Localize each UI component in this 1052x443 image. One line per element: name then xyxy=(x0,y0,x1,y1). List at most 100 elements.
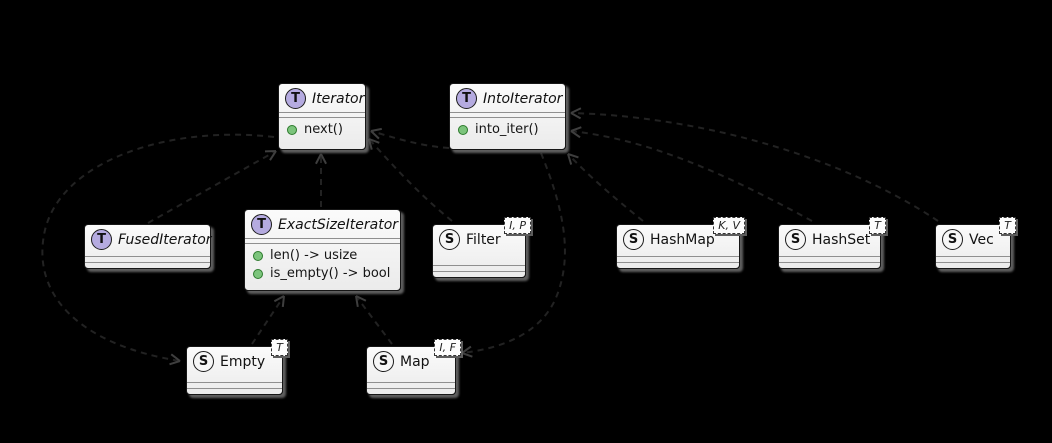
compartment-separator xyxy=(779,256,880,257)
compartment-separator xyxy=(279,112,365,113)
spacer xyxy=(85,263,210,268)
open-arrowhead-icon xyxy=(170,353,181,362)
class-name: Iterator xyxy=(312,90,365,107)
class-name: Empty xyxy=(220,353,266,370)
methods-compartment: len() -> usize is_empty() -> bool xyxy=(245,244,400,287)
method-signature: into_iter() xyxy=(475,122,539,137)
open-arrowhead-icon xyxy=(315,153,322,165)
spacer xyxy=(367,389,455,394)
class-hashmap: K, V S HashMap xyxy=(616,217,745,269)
spacer xyxy=(187,375,282,382)
spacer xyxy=(779,263,880,268)
trait-icon: T xyxy=(285,88,306,109)
compartment-separator xyxy=(367,382,455,383)
struct-icon: S xyxy=(193,351,214,372)
method-signature: len() -> usize xyxy=(270,248,358,263)
struct-icon: S xyxy=(623,229,644,250)
edge-hashset-to-intoiterator xyxy=(570,126,813,222)
method-signature: next() xyxy=(304,122,343,137)
open-arrowhead-icon xyxy=(570,126,582,132)
generics-tag: I, P xyxy=(504,217,531,234)
edge-intoiterator-to-iterator xyxy=(370,127,450,149)
open-arrowhead-icon xyxy=(570,112,582,120)
class-title-row: S Empty xyxy=(187,347,282,375)
edge-empty-to-exactsizeiterator xyxy=(251,295,285,345)
edge-vec-to-intoiterator xyxy=(570,107,939,222)
method-dot-icon xyxy=(287,124,297,135)
class-map: I, F S Map xyxy=(366,339,461,395)
class-title-row: S Filter xyxy=(433,225,525,253)
class-name: ExactSizeIterator xyxy=(278,216,399,233)
open-arrowhead-icon xyxy=(370,130,380,140)
compartment-separator xyxy=(433,271,525,272)
open-arrowhead-icon xyxy=(570,107,582,114)
open-arrowhead-icon xyxy=(370,127,382,132)
class-title-row: S Map xyxy=(367,347,455,375)
compartment-separator xyxy=(85,262,210,263)
open-arrowhead-icon xyxy=(567,153,579,159)
open-arrowhead-icon xyxy=(269,150,277,161)
compartment-separator xyxy=(187,388,282,389)
open-arrowhead-icon xyxy=(570,130,581,139)
compartment-separator xyxy=(245,243,400,244)
open-arrowhead-icon xyxy=(368,138,380,144)
generics-tag: T xyxy=(869,217,886,234)
edge-iterator-to-empty xyxy=(41,133,275,366)
generics-tag: I, F xyxy=(434,339,461,356)
struct-icon: S xyxy=(373,351,394,372)
struct-icon: S xyxy=(785,229,806,250)
edge-hashmap-to-intoiterator xyxy=(567,153,644,222)
edge-fusediterator-to-iterator xyxy=(147,150,277,224)
open-arrowhead-icon xyxy=(355,295,359,308)
generics-tag: T xyxy=(271,339,288,356)
class-iterator: T Iterator next() xyxy=(278,83,366,150)
method-row: next() xyxy=(287,122,357,137)
class-title-row: S HashMap xyxy=(617,225,739,253)
generics-tag: K, V xyxy=(713,217,745,234)
class-empty: T S Empty xyxy=(186,339,288,395)
spacer xyxy=(433,253,525,265)
class-hashset: T S HashSet xyxy=(778,217,886,269)
class-name: HashSet xyxy=(812,231,871,248)
spacer xyxy=(617,263,739,268)
compartment-separator xyxy=(450,112,565,113)
class-title-row: T Iterator xyxy=(279,84,365,112)
trait-icon: T xyxy=(91,229,112,250)
trait-icon: T xyxy=(456,88,477,109)
class-name: Map xyxy=(400,353,430,370)
spacer xyxy=(433,272,525,277)
spacer xyxy=(936,263,1010,268)
edge-map-to-exactsizeiterator xyxy=(355,295,393,345)
compartment-separator xyxy=(187,382,282,383)
open-arrowhead-icon xyxy=(273,295,285,303)
open-arrowhead-icon xyxy=(320,153,327,165)
compartment-separator xyxy=(367,388,455,389)
method-dot-icon xyxy=(253,250,263,261)
method-dot-icon xyxy=(458,124,468,135)
method-row: len() -> usize xyxy=(253,248,392,263)
spacer xyxy=(367,375,455,382)
class-name: Filter xyxy=(466,231,501,248)
class-filter: I, P S Filter xyxy=(432,217,531,278)
edge-filter-to-iterator xyxy=(368,138,453,222)
struct-icon: S xyxy=(439,229,460,250)
generics-tag: T xyxy=(999,217,1016,234)
edge-exactsizeiterator-to-iterator xyxy=(315,153,327,207)
compartment-separator xyxy=(936,262,1010,263)
open-arrowhead-icon xyxy=(169,360,181,366)
compartment-separator xyxy=(433,265,525,266)
compartment-separator xyxy=(617,262,739,263)
methods-compartment: next() xyxy=(279,118,365,143)
compartment-separator xyxy=(85,256,210,257)
class-title-row: S HashSet xyxy=(779,225,880,253)
class-name: HashMap xyxy=(650,231,715,248)
method-row: is_empty() -> bool xyxy=(253,266,392,281)
method-signature: is_empty() -> bool xyxy=(270,266,391,281)
